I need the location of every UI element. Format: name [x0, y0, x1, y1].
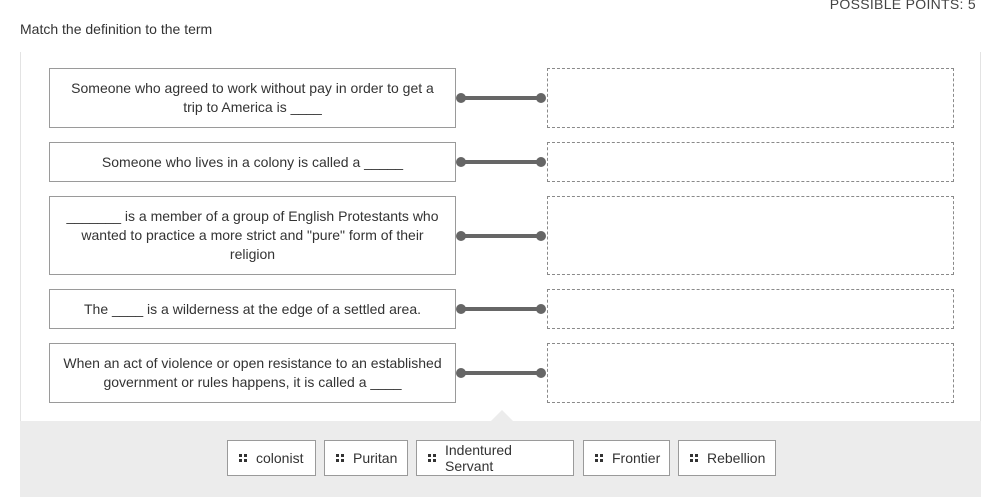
connector-handle-icon[interactable]: [456, 304, 548, 314]
term-label: Frontier: [612, 450, 661, 466]
question-instruction: Match the definition to the term: [20, 21, 213, 37]
connector-handle-icon[interactable]: [456, 231, 548, 241]
term-chip-rebellion[interactable]: Rebellion: [678, 440, 776, 476]
drop-zone[interactable]: [547, 142, 954, 182]
tray-pointer: [491, 410, 513, 421]
drop-zone[interactable]: [547, 196, 954, 275]
drop-zone[interactable]: [547, 68, 954, 128]
term-chip-frontier[interactable]: Frontier: [583, 440, 670, 476]
drag-handle-icon: [690, 454, 698, 462]
definition-box: Someone who agreed to work without pay i…: [49, 68, 456, 128]
drag-handle-icon: [239, 454, 247, 462]
drop-zone[interactable]: [547, 343, 954, 403]
term-label: Puritan: [353, 450, 398, 466]
definition-box: The ____ is a wilderness at the edge of …: [49, 289, 456, 329]
term-label: Rebellion: [707, 450, 766, 466]
term-chip-colonist[interactable]: colonist: [227, 440, 316, 476]
term-label: colonist: [256, 450, 304, 466]
drag-handle-icon: [428, 454, 436, 462]
term-chip-indentured-servant[interactable]: Indentured Servant: [416, 440, 574, 476]
definition-box: When an act of violence or open resistan…: [49, 343, 456, 403]
definition-box: Someone who lives in a colony is called …: [49, 142, 456, 182]
drop-zone[interactable]: [547, 289, 954, 329]
connector-handle-icon[interactable]: [456, 157, 548, 167]
term-label: Indentured Servant: [445, 442, 512, 474]
drag-handle-icon: [336, 454, 344, 462]
definition-box: _______ is a member of a group of Englis…: [49, 196, 456, 275]
possible-points: POSSIBLE POINTS: 5: [829, 0, 976, 12]
connector-handle-icon[interactable]: [456, 93, 548, 103]
term-chip-puritan[interactable]: Puritan: [324, 440, 408, 476]
connector-handle-icon[interactable]: [456, 368, 548, 378]
drag-handle-icon: [595, 454, 603, 462]
